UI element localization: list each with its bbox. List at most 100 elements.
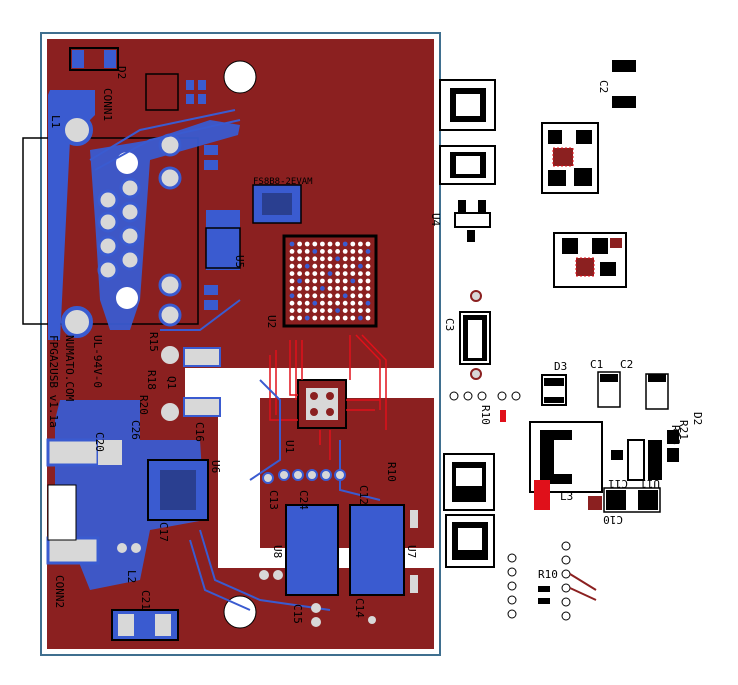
bga-ball xyxy=(320,286,325,291)
bga-ball xyxy=(297,315,302,321)
bga-ball xyxy=(365,241,371,247)
bga-ball xyxy=(358,308,363,313)
label-r15: R15 xyxy=(147,332,160,352)
bga-ball xyxy=(312,300,318,306)
bga-ball xyxy=(342,256,348,262)
bga-ball xyxy=(304,271,310,276)
label-c1: C1 xyxy=(590,358,603,371)
red-traces xyxy=(269,334,387,460)
bga-ball xyxy=(312,308,318,313)
label-u1: U1 xyxy=(283,440,296,453)
bga-ball xyxy=(327,256,333,262)
label-c20: C20 xyxy=(93,432,106,452)
bga-ball xyxy=(342,308,348,313)
bga-ball xyxy=(327,315,333,321)
bga-ball xyxy=(297,241,302,247)
bga-ball xyxy=(304,293,310,299)
transistor-q1 xyxy=(161,346,221,421)
bga-ball xyxy=(304,256,310,262)
bga-ball xyxy=(342,271,348,276)
bga-ball xyxy=(304,300,310,306)
bga-ball xyxy=(304,249,310,254)
label-q1: Q1 xyxy=(165,376,178,389)
bga-ball xyxy=(335,263,340,269)
board-cutout-4 xyxy=(185,368,218,398)
bga-ball xyxy=(358,241,363,247)
bga-ball xyxy=(289,300,295,306)
bga-ball xyxy=(327,263,333,269)
bga-ball xyxy=(350,271,356,276)
label-u8: U8 xyxy=(271,545,284,558)
bga-ball xyxy=(297,256,302,262)
bga-ball xyxy=(320,271,325,276)
bga-ball xyxy=(365,315,371,321)
bga-ball xyxy=(289,286,295,291)
label-d2-top: D2 xyxy=(115,66,128,79)
label-u2: U2 xyxy=(265,315,278,328)
bga-ball xyxy=(335,293,340,299)
bga-ball xyxy=(320,249,325,254)
bga-ball xyxy=(312,293,318,299)
label-c11: C11 xyxy=(608,477,628,490)
mounting-hole-bottom xyxy=(223,595,257,629)
bga-ball xyxy=(358,315,363,321)
label-c12: C12 xyxy=(357,485,370,505)
via-row xyxy=(117,469,376,627)
label-u5: U5 xyxy=(233,255,246,268)
label-l1: L1 xyxy=(49,115,62,128)
bga-ball xyxy=(312,271,318,276)
bga-ball xyxy=(335,249,340,254)
label-l2: L2 xyxy=(125,570,138,583)
label-side-2: NUMATO.COM xyxy=(63,335,76,402)
bga-ball xyxy=(365,271,371,276)
label-c14: C14 xyxy=(353,598,366,618)
bga-ball xyxy=(304,263,310,269)
bga-ball xyxy=(289,308,295,313)
bga-ball xyxy=(350,293,356,299)
bga-ball xyxy=(297,271,302,276)
label-c26: C26 xyxy=(129,420,142,440)
label-c10: C10 xyxy=(603,513,623,526)
label-c3: C3 xyxy=(443,318,456,331)
label-u6: U6 xyxy=(209,460,222,473)
bga-ball xyxy=(350,286,356,291)
bga-ball xyxy=(365,256,371,262)
bga-ball xyxy=(365,308,371,313)
header-col-right xyxy=(561,541,571,621)
bga-ball xyxy=(312,256,318,262)
sot-u4 xyxy=(454,212,491,228)
bga-ball xyxy=(304,286,310,291)
bga-ball xyxy=(304,278,310,284)
label-c15: C15 xyxy=(291,604,304,624)
board-cutout-2 xyxy=(218,398,260,568)
label-c2: C2 xyxy=(597,80,610,93)
bga-ball xyxy=(297,300,302,306)
bga-ball xyxy=(335,256,340,262)
bga-ball xyxy=(297,263,302,269)
bga-ball xyxy=(320,308,325,313)
label-r10c: R10 xyxy=(538,568,558,581)
bga-ball xyxy=(335,241,340,247)
bga-ball xyxy=(342,293,348,299)
label-d2: D2 xyxy=(691,412,704,425)
bga-ball xyxy=(320,256,325,262)
label-r10b: R10 xyxy=(479,405,492,425)
bga-ball xyxy=(304,241,310,247)
bga-ball xyxy=(365,286,371,291)
bga-ball xyxy=(335,278,340,284)
bga-ball xyxy=(297,286,302,291)
label-l3: L3 xyxy=(560,490,573,503)
cap-c2 xyxy=(612,60,636,72)
bga-ball xyxy=(358,293,363,299)
bga-ball xyxy=(312,263,318,269)
bga-ball xyxy=(320,241,325,247)
bga-ball xyxy=(350,278,356,284)
label-u11: U11 xyxy=(640,477,660,490)
bga-ball xyxy=(358,300,363,306)
bga-ball xyxy=(312,249,318,254)
blue-traces xyxy=(89,109,381,611)
bga-ball xyxy=(320,300,325,306)
bga-ball xyxy=(350,308,356,313)
bga-ball xyxy=(289,241,295,247)
